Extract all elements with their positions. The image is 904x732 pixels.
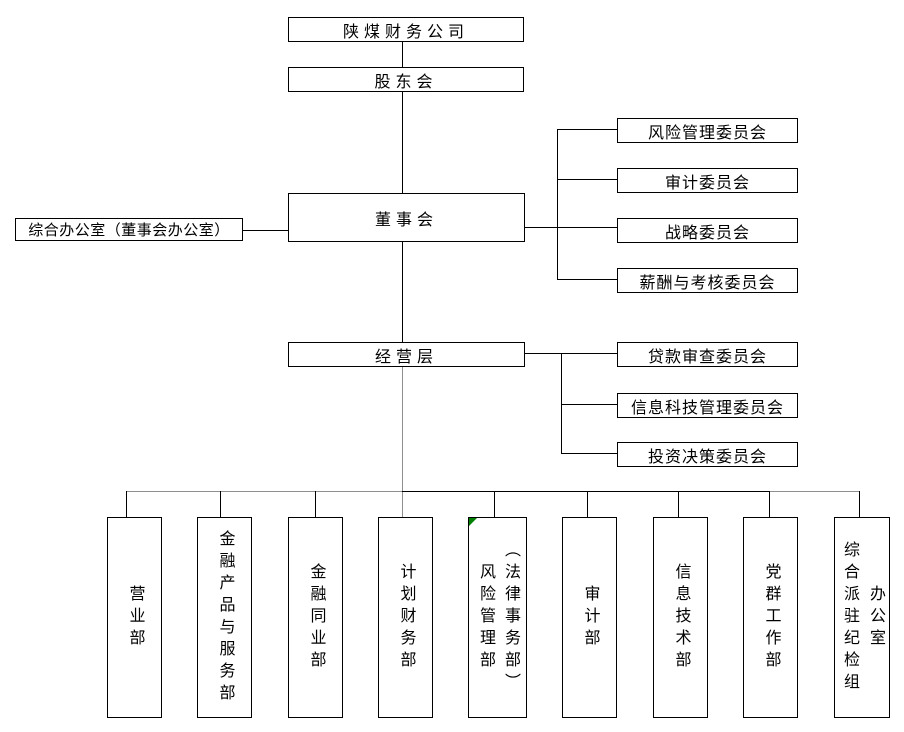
dept-label: 党群工作部	[762, 562, 780, 673]
drop-financial-products-services	[220, 491, 221, 517]
dept-party-mass-work: 党群工作部	[743, 517, 798, 718]
connector-board-strategy	[525, 227, 617, 228]
drop-risk-management	[494, 491, 495, 517]
shareholders-box: 股东会	[288, 67, 524, 92]
mgmt-committee-it-management: 信息科技管理委员会	[617, 393, 798, 418]
stub-risk-management-committee	[557, 129, 617, 130]
board-office-box: 综合办公室（董事会办公室）	[15, 218, 243, 241]
departments-bus-left	[126, 491, 403, 492]
connector-office-board	[243, 230, 288, 231]
departments-bus-center	[402, 491, 770, 492]
board-committee-strategy: 战略委员会	[617, 218, 798, 243]
connector-management-loan-review	[525, 353, 617, 354]
dept-discipline-inspection-general-office: 综合派驻纪检组 办公室	[834, 517, 890, 718]
green-corner-marker-icon	[469, 518, 477, 526]
dept-label: 综合派驻纪检组	[841, 540, 858, 695]
dept-label: 金融产品与服务部	[216, 529, 234, 706]
stub-audit-committee	[557, 179, 617, 180]
company-box: 陕煤财务公司	[288, 17, 524, 42]
drop-party-mass-work	[769, 491, 770, 517]
dept-financial-products-services: 金融产品与服务部	[197, 517, 252, 718]
dept-risk-management-legal: 风险管理部 （法律事务部）	[468, 517, 527, 718]
dept-label: 信息技术部	[672, 562, 690, 673]
drop-financial-interbank	[315, 491, 316, 517]
drop-business	[126, 491, 127, 517]
dept-label-secondary: 办公室	[867, 584, 884, 651]
dept-financial-interbank: 金融同业部	[288, 517, 343, 718]
dept-label-secondary: （法律事务部）	[502, 540, 519, 695]
board-box: 董事会	[288, 193, 525, 242]
dept-information-technology: 信息技术部	[653, 517, 708, 718]
drop-discipline-inspection-office	[859, 491, 860, 517]
dept-label: 金融同业部	[307, 562, 325, 673]
dept-label: 审计部	[581, 584, 599, 651]
management-box: 经营层	[288, 342, 525, 367]
management-committee-bus	[561, 353, 562, 454]
dept-label: 风险管理部	[477, 562, 494, 673]
stub-investment-decision-committee	[561, 453, 617, 454]
mgmt-committee-investment-decision: 投资决策委员会	[617, 442, 798, 467]
connector-board-management	[402, 242, 403, 342]
connector-management-departments	[402, 367, 403, 517]
mgmt-committee-loan-review: 贷款审查委员会	[617, 342, 798, 367]
dept-business: 营业部	[107, 517, 162, 718]
dept-audit: 审计部	[562, 517, 617, 718]
board-committee-compensation-assessment: 薪酬与考核委员会	[617, 268, 798, 293]
board-committee-risk-management: 风险管理委员会	[617, 118, 798, 143]
dept-label: 计划财务部	[397, 562, 415, 673]
connector-shareholders-board	[402, 92, 403, 193]
connector-company-shareholders	[402, 42, 403, 67]
dept-planning-finance: 计划财务部	[378, 517, 433, 718]
board-committee-bus	[557, 129, 558, 280]
departments-bus-right	[769, 491, 860, 492]
stub-compensation-committee	[557, 279, 617, 280]
drop-information-technology	[678, 491, 679, 517]
dept-label: 营业部	[126, 584, 144, 651]
board-committee-audit: 审计委员会	[617, 168, 798, 193]
drop-audit	[587, 491, 588, 517]
stub-it-management-committee	[561, 404, 617, 405]
